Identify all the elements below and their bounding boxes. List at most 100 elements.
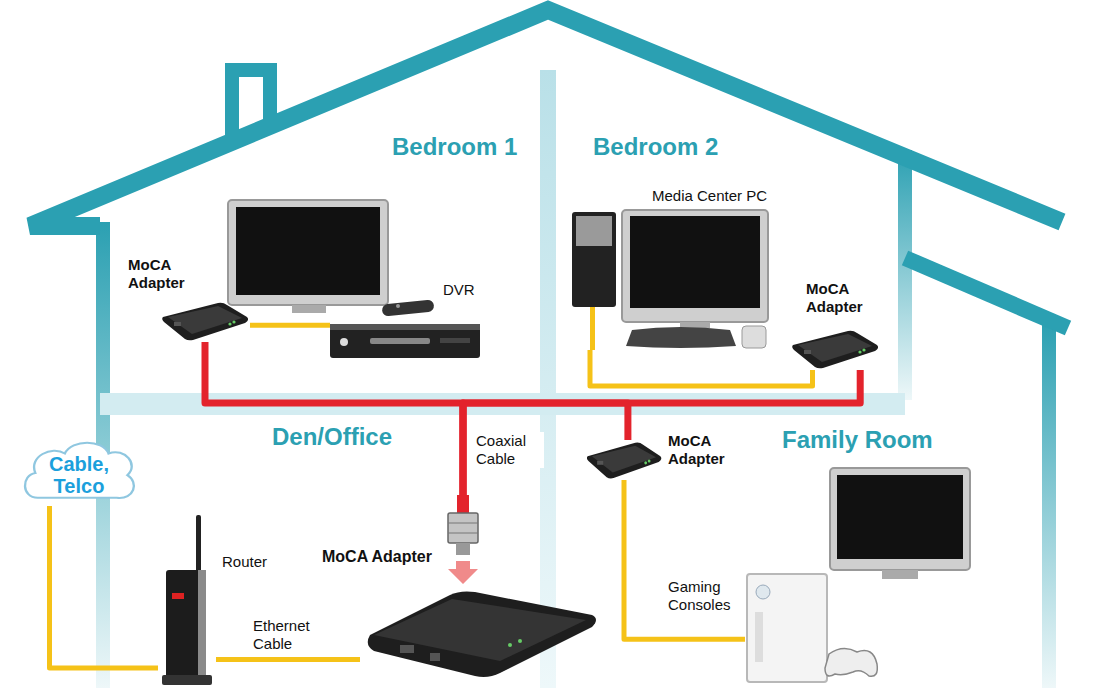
device-label: MoCA Adapter <box>128 256 190 292</box>
moca-adapter-icon <box>585 440 663 480</box>
moca-adapter-icon-part <box>792 331 878 369</box>
device-label: MoCA Adapter <box>668 432 730 468</box>
tv-bedroom-part <box>292 305 326 313</box>
house-walls-part <box>898 150 912 400</box>
media-pc: Media Center PC <box>570 210 770 350</box>
moca-adapter-icon-part <box>592 446 656 473</box>
device-label: Gaming Consoles <box>668 578 740 614</box>
moca-adapter-icon-part <box>456 543 470 555</box>
dvr-icon-part <box>340 338 348 346</box>
console-icon-part <box>825 648 877 676</box>
moca-adapter-icon-part <box>448 523 478 524</box>
router-icon-part <box>198 570 206 678</box>
moca-adapter-icon-part <box>168 306 242 334</box>
cloud-text: Cable, Telco <box>26 453 132 497</box>
device-label: MoCA Adapter <box>806 280 868 316</box>
room-area: Bedroom 2Media Center PCMoCA Adapter <box>550 125 905 400</box>
ethernet-cable <box>50 506 159 668</box>
moca-adapter-icon-part <box>508 643 512 647</box>
house-walls-part <box>1042 322 1056 688</box>
media-pc-icon-part <box>626 327 736 348</box>
moca-adapter-icon-part <box>448 533 478 534</box>
coax-cable <box>463 403 628 495</box>
house-walls-part <box>540 70 556 688</box>
remote-control <box>382 299 435 316</box>
media-pc-icon-part <box>630 216 760 308</box>
moca-adapter-icon-part <box>448 561 478 584</box>
house-roof-part <box>905 258 1068 328</box>
moca-adapter-icon-part <box>368 591 596 677</box>
media-pc-icon <box>570 210 770 350</box>
dvr-icon-part <box>370 338 430 344</box>
tv-bedroom <box>228 200 388 313</box>
moca-adapter-icon <box>360 495 600 680</box>
moca-adapter-icon-part <box>174 322 181 326</box>
dvr-box: DVR <box>330 318 480 362</box>
dvr-icon-part <box>330 324 480 330</box>
dvr-icon <box>330 318 480 362</box>
moca-adapter: MoCA Adapter <box>360 495 600 680</box>
media-pc-icon-part <box>572 212 616 307</box>
router-icon <box>158 515 216 685</box>
device-label: Router <box>222 553 267 571</box>
moca-adapter-icon-part <box>862 348 865 351</box>
moca-adapter: MoCA Adapter <box>790 328 880 370</box>
console-icon-part <box>756 585 770 599</box>
dvr-icon-part <box>440 338 470 343</box>
moca-adapter-icon-part <box>400 645 414 653</box>
dvr-icon-part <box>330 324 480 358</box>
moca-adapter-icon-part <box>374 599 586 661</box>
cloud-shape-part <box>25 443 134 498</box>
remote-control-part <box>382 299 435 316</box>
moca-adapter-icon-part <box>648 459 651 462</box>
router-box: Router <box>158 515 216 685</box>
media-pc-icon-part <box>590 305 595 350</box>
router-icon-part <box>162 675 212 685</box>
moca-adapter-icon-part <box>798 334 872 362</box>
router-icon-part <box>166 570 206 678</box>
tv-family-part <box>882 570 918 579</box>
console-icon <box>745 572 880 684</box>
provider-cloud: Cable, Telco <box>20 436 138 506</box>
tv-family <box>830 468 970 579</box>
house-roof-part <box>232 70 270 148</box>
moca-adapter-icon <box>790 328 880 370</box>
moca-adapter-icon-part <box>804 350 811 354</box>
console-icon-part <box>755 612 763 662</box>
ethernet-cable <box>624 480 745 639</box>
house-roof <box>30 10 1068 328</box>
moca-adapter-icon-part <box>232 320 235 323</box>
cable-label: Coaxial Cable <box>474 432 544 468</box>
media-pc-icon-part <box>622 210 768 322</box>
ethernet-cable <box>590 350 813 386</box>
tv-bedroom-part <box>228 200 388 305</box>
tv-family-part <box>830 468 970 570</box>
device-label: MoCA Adapter <box>322 548 432 566</box>
console-icon-part <box>747 574 827 682</box>
game-console: Gaming Consoles <box>745 572 880 684</box>
tv-family-part <box>837 475 963 559</box>
room-title: Family Room <box>782 426 933 454</box>
moca-adapter-icon-part <box>597 461 603 465</box>
router-icon-part <box>196 515 201 575</box>
moca-adapter: MoCA Adapter <box>160 300 250 342</box>
moca-adapter-icon-part <box>228 322 231 325</box>
moca-adapter-icon-part <box>162 303 248 341</box>
ethernet-cable <box>250 323 330 328</box>
tv-bedroom-part <box>236 207 380 295</box>
remote-control-part <box>396 304 400 308</box>
moca-adapter-icon-part <box>457 495 469 513</box>
device-label: Media Center PC <box>652 187 767 205</box>
coax-cable <box>205 342 463 495</box>
ethernet-cable <box>216 657 360 662</box>
edge-label: Ethernet Cable <box>251 617 325 653</box>
media-pc-icon-part <box>576 216 612 246</box>
device-label: DVR <box>443 281 475 299</box>
room-area: Family Room MoCA AdapterGaming Consoles <box>550 410 1060 688</box>
house-roof-part <box>30 10 1062 226</box>
router-icon-part <box>172 593 184 599</box>
